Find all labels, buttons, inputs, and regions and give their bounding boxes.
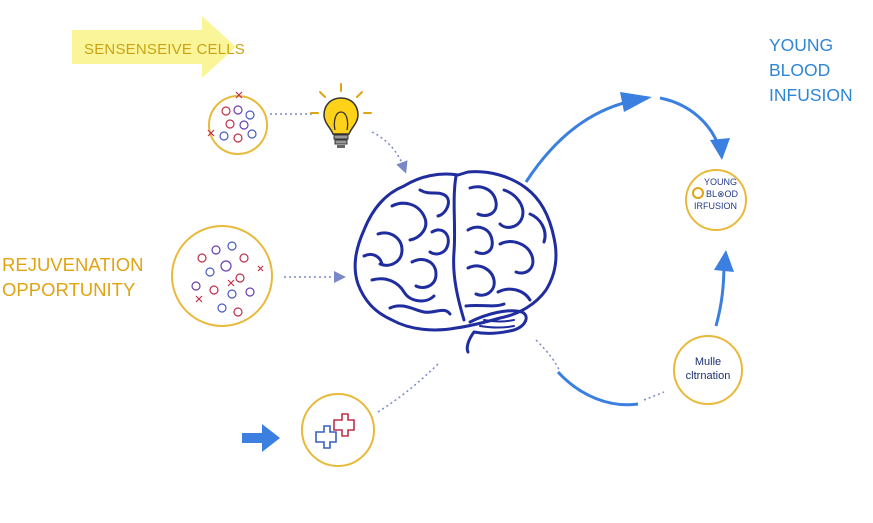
muscle-circle-label: Mulle cltrnation <box>673 355 743 383</box>
young-blood-line-1: YOUNG <box>769 35 834 55</box>
arrowhead-3 <box>714 250 734 272</box>
connector-puzzle-to-brain <box>377 361 441 413</box>
cell-cluster-icon <box>191 241 264 317</box>
rejuvenation-line-1: REJUVENATION <box>2 254 144 275</box>
young-blood-circle-label: YOUNG BL⊗OD IRFUSION <box>690 176 746 212</box>
rejuvenation-circle <box>171 225 273 327</box>
connector-arrow-to-muscle <box>643 391 665 401</box>
arrow-to-young-circle <box>659 96 722 151</box>
arrow-brain-to-young-blood <box>524 96 649 183</box>
circle-young-line-2: BL⊗OD <box>706 189 739 199</box>
arrow-brain-to-muscle <box>556 370 639 407</box>
young-blood-ring-icon <box>692 187 704 199</box>
puzzle-circle <box>301 393 375 467</box>
young-blood-line-3: INFUSION <box>769 85 853 105</box>
rejuvenation-opportunity-label: REJUVENATION OPPORTUNITY <box>2 252 144 302</box>
circle-muscle-line-1: Mulle <box>694 356 722 368</box>
arrow-muscle-to-young <box>714 261 726 327</box>
rejuvenation-line-2: OPPORTUNITY <box>2 279 136 300</box>
circle-young-line-1: YOUNG <box>704 177 738 187</box>
senescent-cells-circle <box>207 91 268 155</box>
circle-young-line-3: IRFUSION <box>694 201 738 211</box>
young-blood-line-2: BLOOD <box>769 60 831 80</box>
input-arrow <box>242 424 280 452</box>
connector-bulb-to-brain <box>371 131 408 174</box>
circle-muscle-line-2: cltrnation <box>685 370 731 382</box>
connector-brain-to-muscle <box>535 339 561 373</box>
arrowhead-1 <box>620 92 652 112</box>
brain-icon <box>353 170 558 354</box>
lightbulb-icon <box>310 83 372 148</box>
young-blood-circle <box>685 169 747 231</box>
muscle-circle <box>673 335 743 405</box>
arrowhead-2 <box>710 138 730 160</box>
senescent-banner-arrow <box>72 16 236 78</box>
young-blood-infusion-title: YOUNG BLOOD INFUSION <box>769 33 853 108</box>
cell-cluster-icon <box>207 91 257 143</box>
senescent-cells-label: SENSENSEIVE CELLS <box>84 41 245 58</box>
puzzle-icon <box>315 413 355 449</box>
